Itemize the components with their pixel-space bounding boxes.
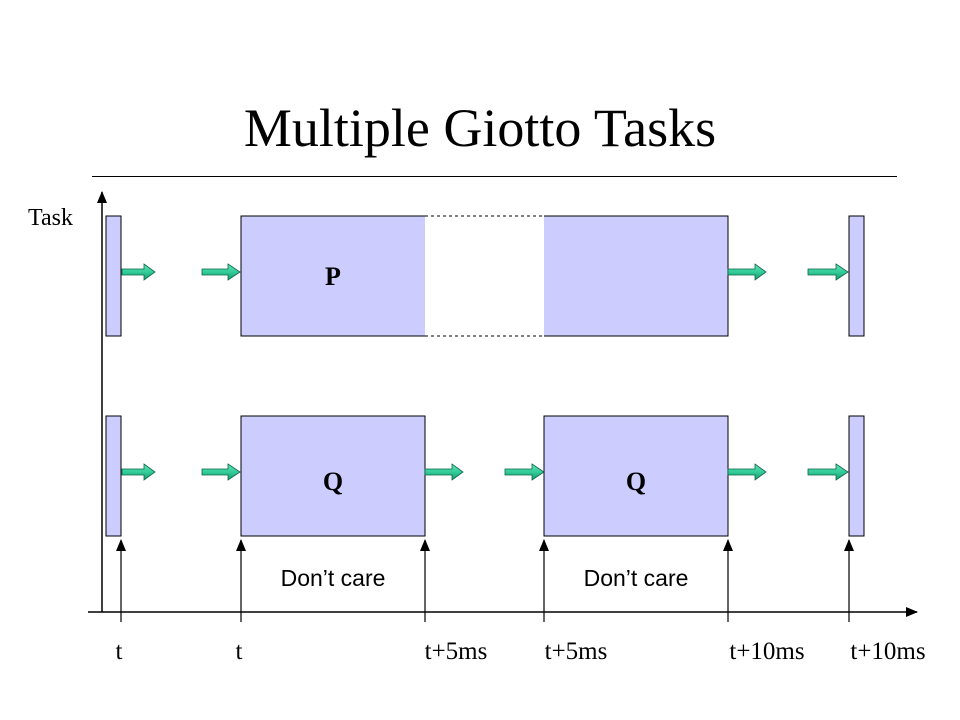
q-arrow-out-1 <box>121 463 156 481</box>
p-arrow-out-1 <box>121 263 156 281</box>
q-task-label-2: Q <box>626 467 646 496</box>
p-arrow-in-1 <box>201 263 241 281</box>
q-output-bar <box>848 415 865 537</box>
q-arrow-out-3 <box>727 463 767 481</box>
tick-label-t-1: t <box>116 638 123 665</box>
p-task-box-left-border <box>240 215 425 337</box>
title-underline <box>92 176 897 177</box>
dont-care-label-1: Don’t care <box>281 565 386 591</box>
p-task-box-right-border <box>544 215 729 337</box>
tick-label-t10-2: t+10ms <box>850 638 925 665</box>
q-arrow-in-2 <box>504 463 545 481</box>
p-task-box-right <box>544 216 728 336</box>
q-arrow-out-2 <box>424 463 464 481</box>
p-task-label: P <box>325 262 341 291</box>
p-input-bar <box>105 215 122 337</box>
q-task-box-2 <box>543 415 729 537</box>
dont-care-label-2: Don’t care <box>584 565 689 591</box>
slide-title: Multiple Giotto Tasks <box>243 98 717 158</box>
y-axis-label: Task <box>28 205 73 231</box>
tick-label-t-2: t <box>236 638 243 665</box>
q-arrow-in-1 <box>201 463 241 481</box>
tick-label-t5-1: t+5ms <box>425 638 488 665</box>
q-task-box-1 <box>240 415 426 537</box>
p-arrow-in-2 <box>807 263 849 281</box>
tick-label-t5-2: t+5ms <box>545 638 608 665</box>
tick-label-t10-1: t+10ms <box>729 638 804 665</box>
p-output-bar <box>848 215 865 337</box>
p-arrow-out-2 <box>727 263 767 281</box>
p-task-box-left <box>241 216 425 336</box>
q-input-bar <box>105 415 122 537</box>
q-arrow-in-3 <box>807 463 849 481</box>
q-task-label-1: Q <box>323 467 343 496</box>
